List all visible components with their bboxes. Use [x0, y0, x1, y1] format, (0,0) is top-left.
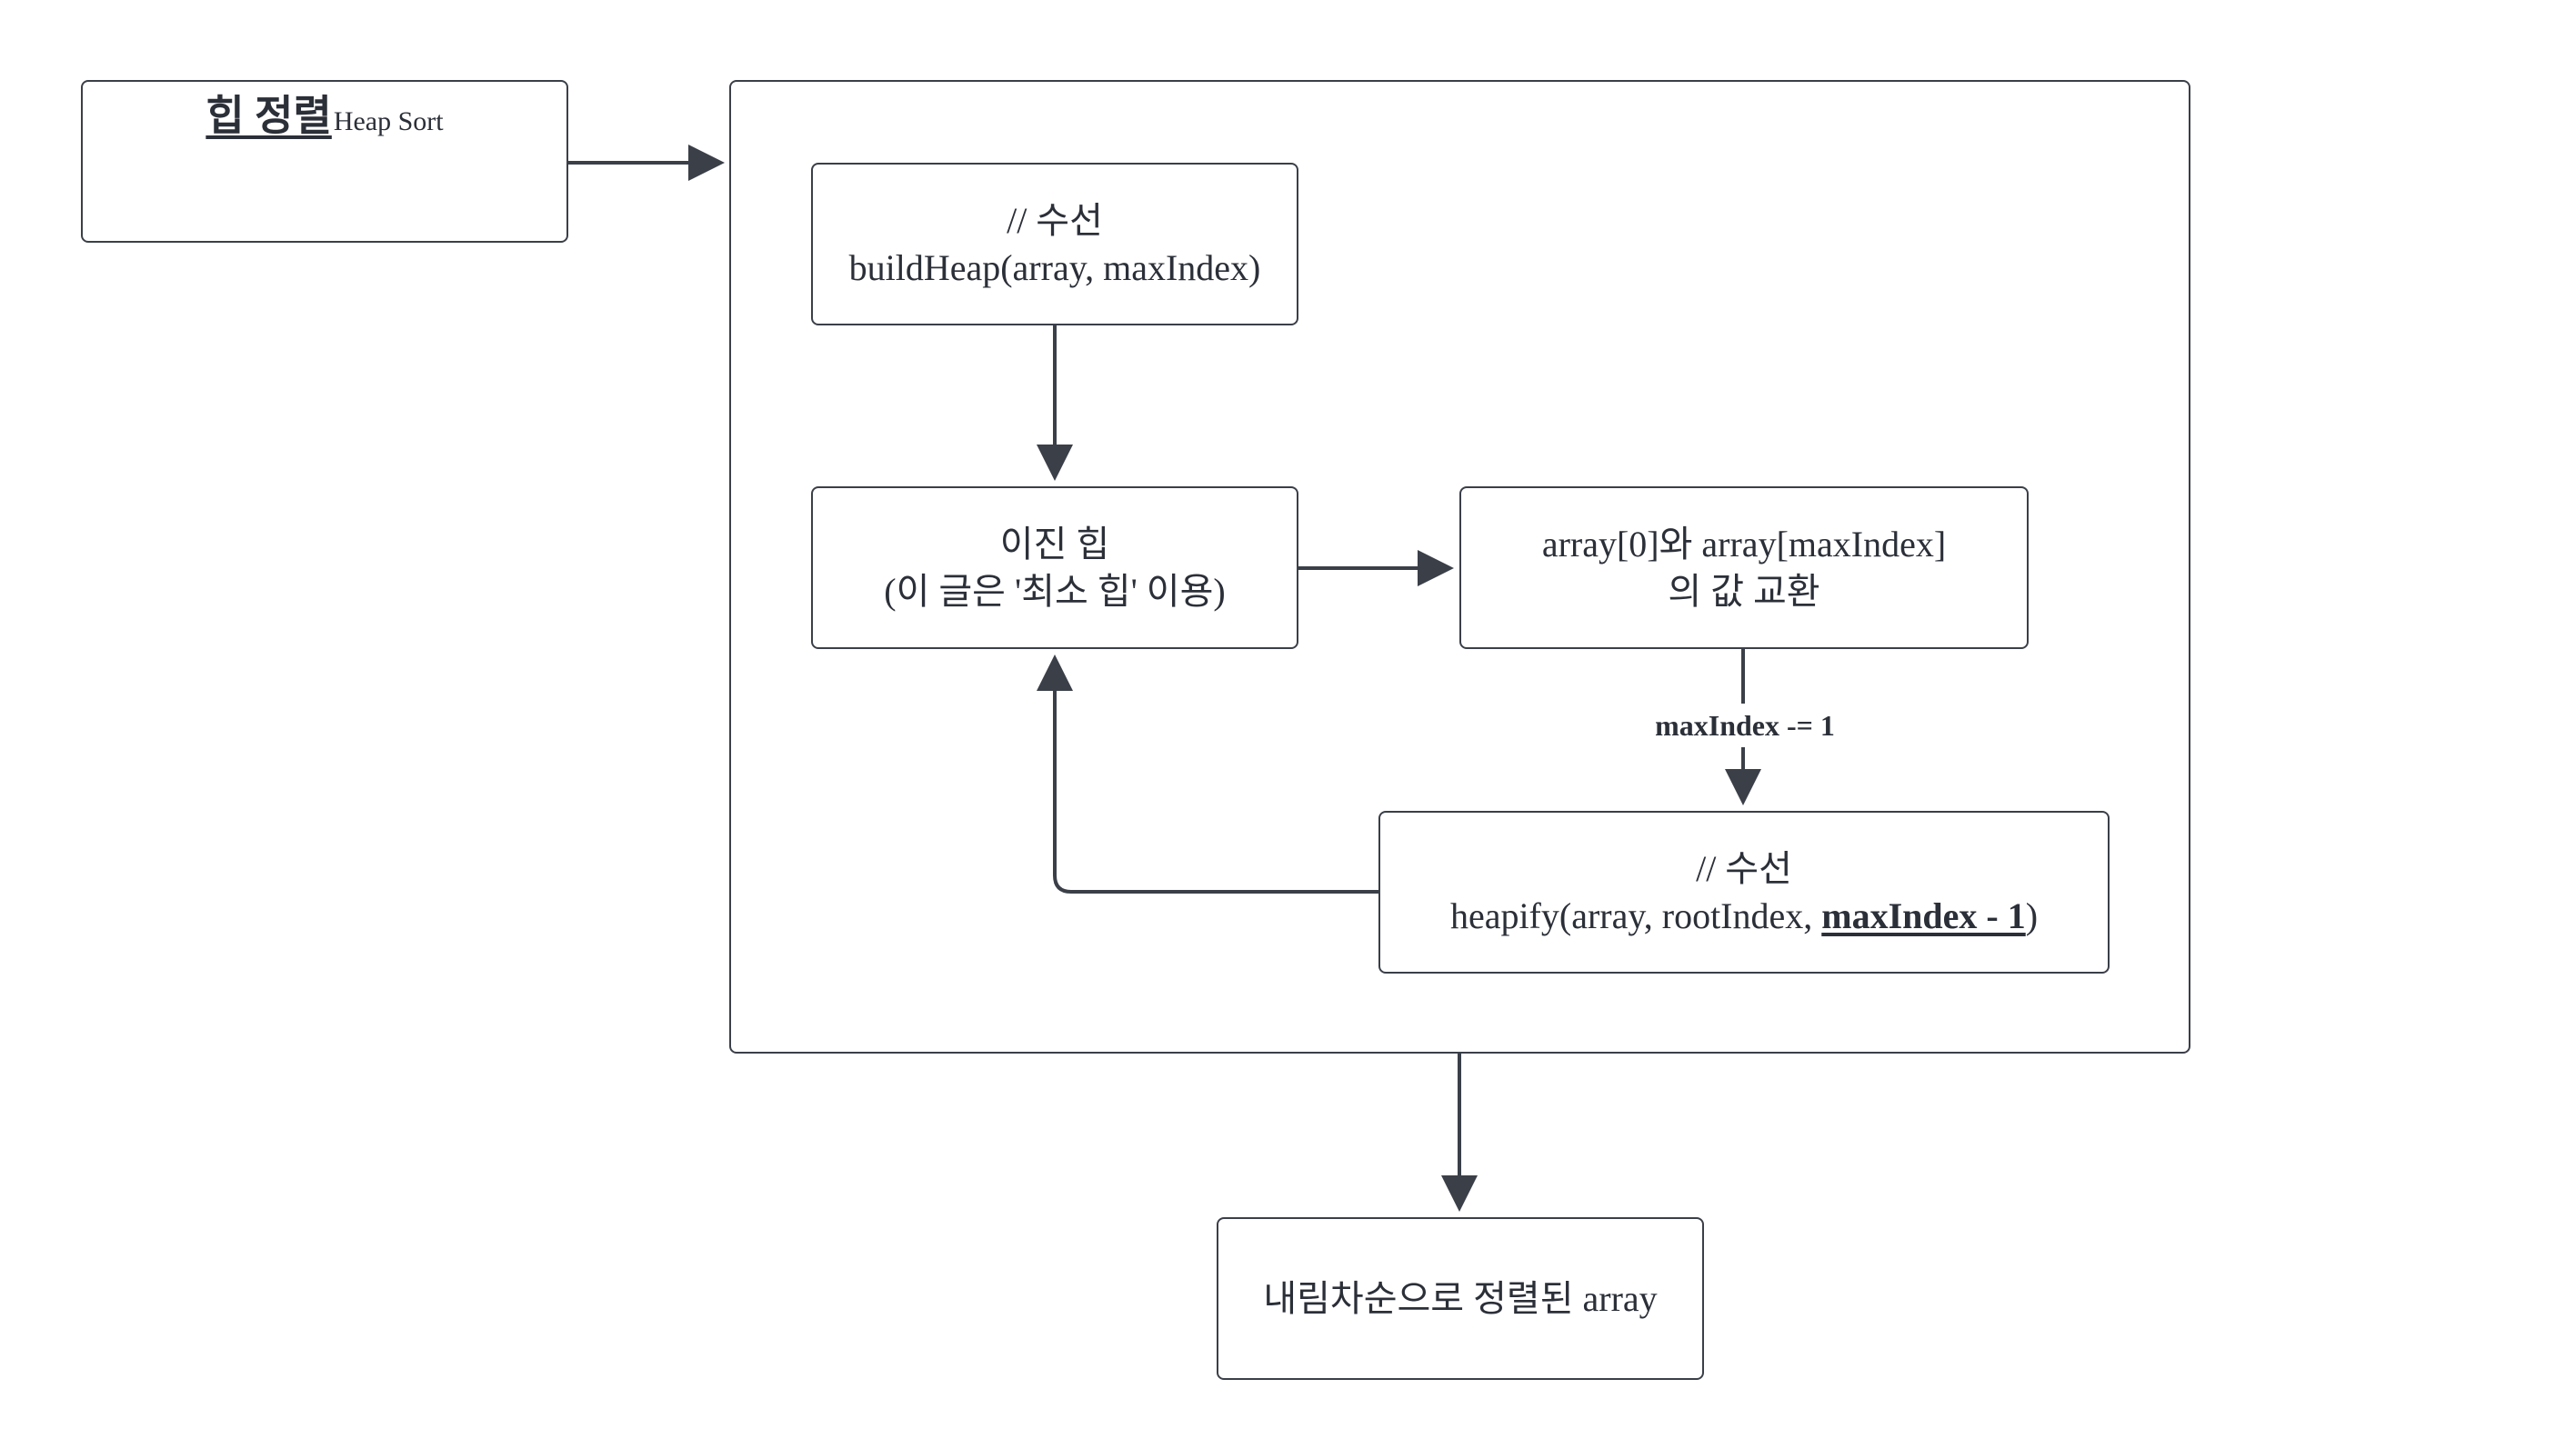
build-heap-call: buildHeap(array, maxIndex): [848, 246, 1261, 288]
title-korean: 힙 정렬: [205, 93, 332, 139]
swap-line-1: array[0]와 array[maxIndex]: [1541, 523, 1947, 565]
title-node: 힙 정렬 Heap Sort: [81, 80, 568, 243]
swap-node: array[0]와 array[maxIndex] 의 값 교환: [1459, 486, 2029, 649]
heapify-comment: // 수선: [1696, 847, 1792, 889]
binary-heap-note: (이 글은 '최소 힙' 이용): [884, 570, 1226, 612]
sorted-result-label: 내림차순으로 정렬된 array: [1263, 1277, 1658, 1319]
heapify-call: heapify(array, rootIndex, maxIndex - 1): [1450, 893, 2038, 940]
build-heap-node: // 수선 buildHeap(array, maxIndex): [811, 163, 1298, 325]
heapify-call-suffix: ): [2025, 894, 2039, 936]
title-english: Heap Sort: [333, 106, 444, 136]
heapify-call-prefix: heapify(array, rootIndex,: [1449, 894, 1822, 936]
heapify-node: // 수선 heapify(array, rootIndex, maxIndex…: [1378, 811, 2110, 974]
sorted-result-node: 내림차순으로 정렬된 array: [1217, 1217, 1704, 1380]
heapify-call-emphasis: maxIndex - 1: [1821, 894, 2026, 936]
heap-sort-process-container: [729, 80, 2190, 1054]
binary-heap-node: 이진 힙 (이 글은 '최소 힙' 이용): [811, 486, 1298, 649]
build-heap-comment: // 수선: [1007, 199, 1103, 241]
arrow-heapify-to-heap: [1037, 655, 1378, 894]
binary-heap-title: 이진 힙: [999, 523, 1110, 565]
decrement-max-index-label: maxIndex -= 1: [1609, 704, 1881, 747]
swap-line-2: 의 값 교환: [1668, 570, 1820, 612]
